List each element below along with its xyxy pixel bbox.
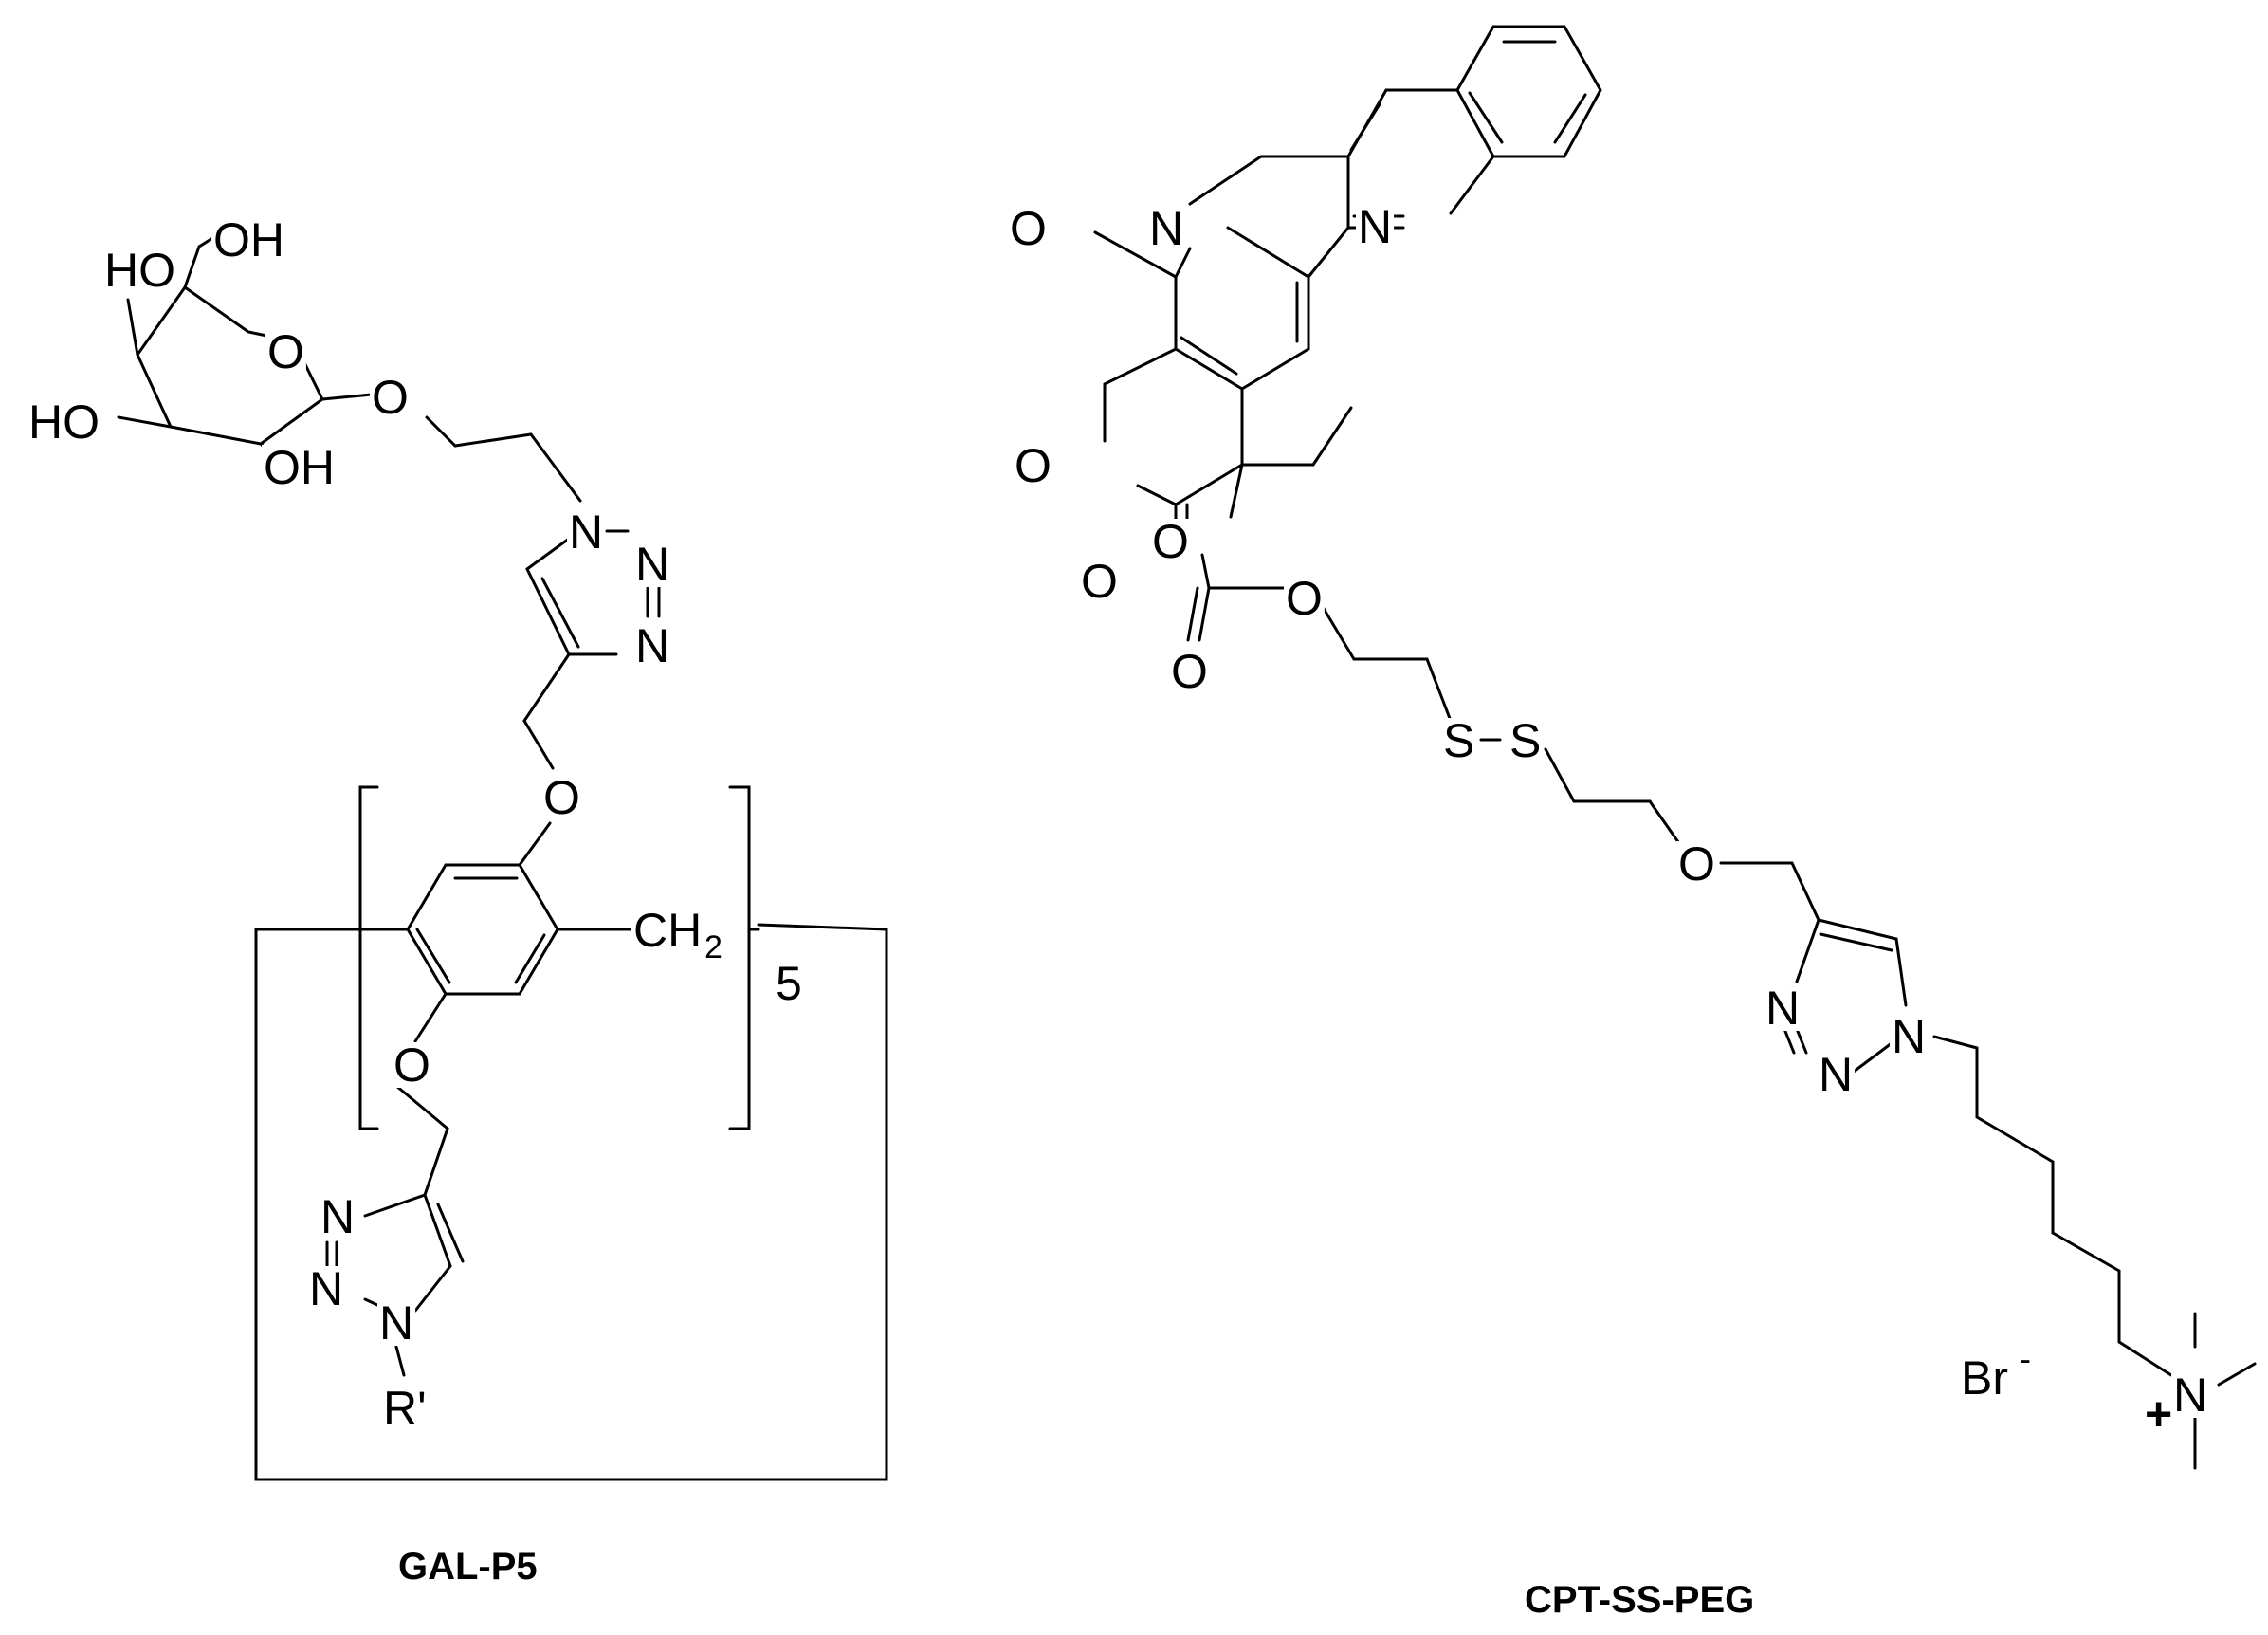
atom-peg-o: O — [1678, 837, 1715, 891]
atom-ho: HO — [104, 244, 175, 297]
charge-plus: + — [2145, 1387, 2172, 1441]
label-mask — [1013, 443, 1053, 488]
label-mask — [1441, 718, 1477, 763]
atom-n: N — [1819, 1048, 1853, 1101]
pillararene-repeat-unit — [254, 785, 888, 1481]
atom-ch2-subscript: 2 — [704, 929, 722, 965]
atom-n: N — [569, 505, 603, 559]
atom-oh: OH — [264, 441, 335, 494]
atom-quinoline-n: N — [1358, 200, 1392, 253]
atom-ether-o: O — [393, 1038, 430, 1092]
label-mask — [1890, 1014, 1929, 1059]
label-mask — [1147, 206, 1186, 251]
label-mask — [392, 1042, 432, 1088]
label-mask — [319, 1194, 357, 1240]
label-mask — [1008, 206, 1049, 251]
atom-ester-o: O — [1152, 515, 1189, 568]
label-mask — [265, 329, 306, 375]
triazole-upper — [522, 529, 661, 770]
caption-cpt-ss-peg: CPT-SS-PEG — [1525, 1579, 1754, 1621]
atom-n: N — [309, 1262, 343, 1315]
triazole-cpt — [1783, 918, 2257, 1470]
atom-n: N — [635, 538, 669, 591]
atom-carbonate-carbonyl-o: O — [1171, 645, 1208, 698]
label-mask — [1079, 559, 1120, 604]
label-mask — [541, 775, 582, 820]
atom-carbonate-o: O — [1286, 572, 1323, 625]
label-mask — [1508, 718, 1544, 763]
atom-ch2: CH — [633, 904, 702, 957]
label-mask — [1284, 576, 1325, 621]
molecule-gal-p5: OH HO O HO OH O N N N O CH 2 5 O N N N R… — [27, 213, 888, 1588]
cpt-atom-labels: N N O O O O O O S S O N N N N + Br - — [1008, 200, 2210, 1441]
label-mask — [1959, 1355, 2010, 1401]
atom-ammonium-n: N — [2173, 1369, 2207, 1422]
triazole-lower — [325, 1193, 465, 1377]
label-mask — [102, 248, 177, 293]
label-mask — [27, 399, 101, 445]
atom-pyrrole-n: N — [1149, 202, 1183, 255]
caption-gal-p5: GAL-P5 — [398, 1546, 538, 1588]
label-mask — [774, 961, 804, 1006]
label-mask — [307, 1266, 346, 1312]
repeat-count: 5 — [776, 957, 802, 1010]
label-mask — [633, 623, 672, 669]
counterion-br: Br — [1961, 1351, 2008, 1405]
label-mask — [2143, 1391, 2175, 1437]
atom-n: N — [1892, 1010, 1926, 1063]
label-mask — [2171, 1372, 2210, 1418]
atom-r-prime: R' — [383, 1382, 427, 1435]
label-mask — [1764, 985, 1802, 1031]
label-mask — [1169, 649, 1210, 694]
label-mask — [262, 445, 337, 490]
atom-ho: HO — [28, 395, 100, 449]
label-mask — [377, 1300, 416, 1346]
atom-n: N — [379, 1296, 413, 1350]
atom-oh: OH — [213, 213, 284, 266]
gal-p5-atom-labels: OH HO O HO OH O N N N O CH 2 5 O N N N R… — [27, 213, 804, 1435]
label-mask — [633, 542, 672, 587]
label-mask — [1676, 841, 1717, 887]
label-mask — [1817, 1052, 1856, 1097]
label-mask — [567, 509, 606, 555]
label-mask — [381, 1386, 429, 1431]
counterion-charge: - — [2020, 1339, 2031, 1378]
atom-n: N — [1765, 982, 1800, 1035]
atom-lactone-o: O — [1015, 439, 1052, 492]
label-mask — [1150, 519, 1191, 564]
atom-sulfur: S — [1509, 714, 1541, 767]
label-mask — [1356, 204, 1395, 249]
label-mask — [631, 908, 704, 953]
molecule-cpt-ss-peg: N N O O O O O O S S O N N N N + Br - CPT… — [1008, 25, 2257, 1621]
atom-n: N — [635, 619, 669, 672]
label-mask — [370, 375, 411, 420]
label-mask — [211, 217, 286, 263]
atom-ring-o: O — [267, 325, 304, 378]
atom-ether-o: O — [543, 771, 580, 824]
atom-sulfur: S — [1443, 714, 1474, 767]
atom-n: N — [320, 1190, 355, 1243]
atom-lactone-carbonyl-o: O — [1081, 555, 1118, 608]
atom-glycosidic-o: O — [372, 371, 409, 424]
atom-keto-o: O — [1010, 202, 1047, 255]
